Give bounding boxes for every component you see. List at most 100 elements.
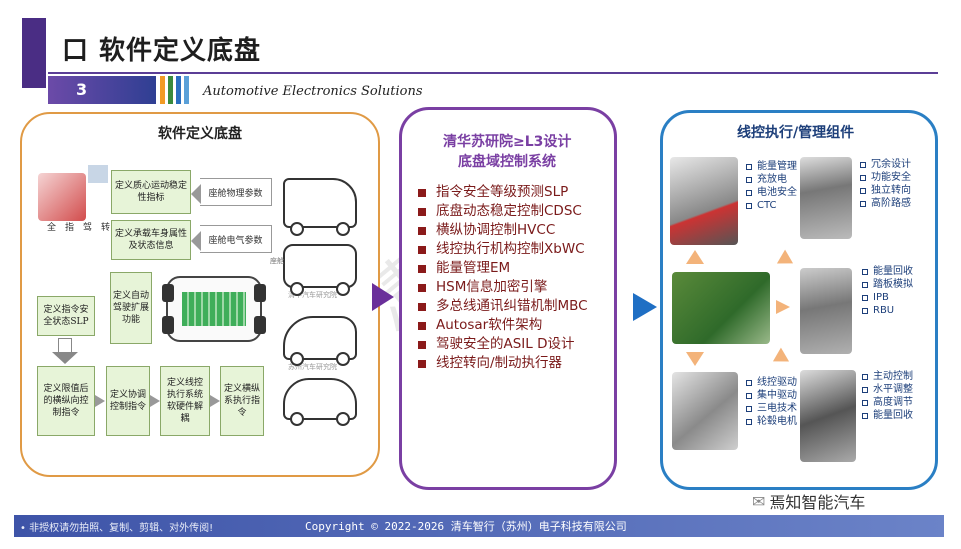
footer-bar (14, 515, 944, 537)
auto-expand-box: 定义自动驾驶扩展功能 (110, 272, 152, 344)
stripe-orange (160, 76, 165, 104)
bullet-icon (418, 189, 426, 197)
wheel-icon (162, 316, 174, 334)
coord-control-box: 定义协调控制指令 (106, 366, 150, 436)
vertical-labels: 全 指 驾 转 底 (44, 222, 127, 282)
car-label: 座舱 (270, 257, 284, 265)
chassis-domain-panel (399, 107, 617, 490)
list-item: Autosar软件架构 (418, 316, 608, 335)
wheel-icon (290, 412, 304, 426)
arrow-down-icon (58, 338, 72, 354)
title-underline (48, 72, 938, 74)
checkbox-icon (746, 405, 752, 412)
wheel-icon (290, 222, 304, 236)
arrow-right-purple-icon (372, 283, 394, 311)
checkbox-icon (860, 161, 866, 168)
checkbox-icon (862, 294, 868, 301)
car-outline-truck (283, 244, 357, 288)
arrow-right-blue-icon (633, 293, 657, 321)
brake-feature-list: 能量回收 踏板模拟 IPB RBU (862, 265, 913, 317)
car-crash-photo (38, 173, 86, 221)
car-outline-van (283, 178, 357, 228)
wheel-icon (290, 282, 304, 296)
bullet-icon (418, 227, 426, 235)
bullet-icon (418, 360, 426, 368)
footer-note: • 非授权请勿拍照、复制、剪辑、对外传阅! (20, 523, 214, 534)
wheel-icon (336, 282, 350, 296)
checkbox-icon (746, 379, 752, 386)
list-item: 驾驶安全的ASIL D设计 (418, 335, 608, 354)
wheel-icon (162, 284, 174, 302)
chassis-schematic (162, 276, 266, 342)
arrow-right-icon (776, 300, 790, 314)
bullet-icon (418, 208, 426, 216)
battery-module-photo (670, 157, 738, 245)
stripe-lightblue (184, 76, 189, 104)
motion-target-box: 定义质心运动稳定性指标 (111, 170, 191, 214)
arrow-left-icon (191, 184, 201, 204)
checkbox-icon (862, 281, 868, 288)
sensor-photo (88, 165, 108, 183)
motor-feature-list: 线控驱动 集中驱动 三电技术 轮毂电机 (746, 376, 797, 428)
bullet-icon (418, 284, 426, 292)
arrow-up-icon (686, 250, 704, 264)
checkbox-icon (746, 202, 752, 209)
car-watermark-label: 清华汽车研究院 (288, 291, 337, 299)
cabin-electrical-box: 座舱电气参数 (200, 225, 272, 253)
checkbox-icon (862, 268, 868, 275)
checkbox-icon (746, 189, 752, 196)
bullet-icon (418, 246, 426, 254)
wheel-icon (290, 352, 304, 366)
car-watermark-label: 苏州汽车研究院 (288, 363, 337, 371)
battery-pack-icon (182, 292, 246, 326)
list-item: HSM信息加密引擎 (418, 278, 608, 297)
list-item: 能量管理EM (418, 259, 608, 278)
checkbox-icon (746, 176, 752, 183)
wheel-icon (254, 284, 266, 302)
slide-number: 3 (48, 76, 156, 104)
cabin-physical-box: 座舱物理参数 (200, 178, 272, 206)
checkbox-icon (746, 163, 752, 170)
lateral-limit-box: 定义限值后的横纵向控制指令 (37, 366, 95, 436)
checkbox-icon (862, 399, 868, 406)
controller-board-photo (672, 272, 770, 344)
bullet-icon (418, 341, 426, 349)
checkbox-icon (862, 373, 868, 380)
header-subtitle: Automotive Electronics Solutions (203, 84, 423, 99)
checkbox-icon (746, 392, 752, 399)
checkbox-icon (862, 386, 868, 393)
body-state-box: 定义承载车身属性及状态信息 (111, 220, 191, 260)
wheel-icon (336, 352, 350, 366)
steering-feature-list: 冗余设计 功能安全 独立转向 高阶路感 (860, 158, 911, 210)
arrow-right-icon (95, 395, 105, 407)
checkbox-icon (862, 412, 868, 419)
left-panel-title: 软件定义底盘 (158, 126, 242, 142)
right-panel-title: 线控执行/管理组件 (737, 125, 855, 141)
list-item: 线控执行机构控制XbWC (418, 240, 608, 259)
vlabel: 指 (63, 222, 73, 231)
arrow-down-head-icon (52, 352, 78, 364)
vlabel: 转 (99, 222, 109, 231)
arrow-left-icon (191, 231, 201, 251)
brake-unit-photo (800, 268, 852, 354)
vlabel: 驾 (81, 222, 91, 231)
arrow-down-icon (686, 352, 704, 366)
mid-panel-title-2: 底盘域控制系统 (458, 154, 556, 170)
footer-copyright: Copyright © 2022-2026 清车智行（苏州）电子科技有限公司 (305, 520, 627, 533)
arrow-right-icon (150, 395, 160, 407)
bullet-icon (418, 303, 426, 311)
lateral-exec-box: 定义横纵系执行指令 (220, 366, 264, 436)
wechat-icon: ✉ (752, 491, 766, 511)
page-title: 口 软件定义底盘 (62, 36, 262, 66)
wheel-icon (336, 412, 350, 426)
suspension-feature-list: 主动控制 水平调整 高度调节 能量回收 (862, 370, 913, 422)
checkbox-icon (860, 174, 866, 181)
steering-column-photo (800, 157, 852, 239)
motor-photo (672, 372, 738, 450)
checkbox-icon (860, 200, 866, 207)
vlabel: 全 (45, 222, 55, 231)
suspension-photo (800, 370, 856, 462)
stripe-blue (176, 76, 181, 104)
header-accent-bar (22, 18, 46, 88)
safety-slp-box: 定义指令安全状态SLP (37, 296, 95, 336)
